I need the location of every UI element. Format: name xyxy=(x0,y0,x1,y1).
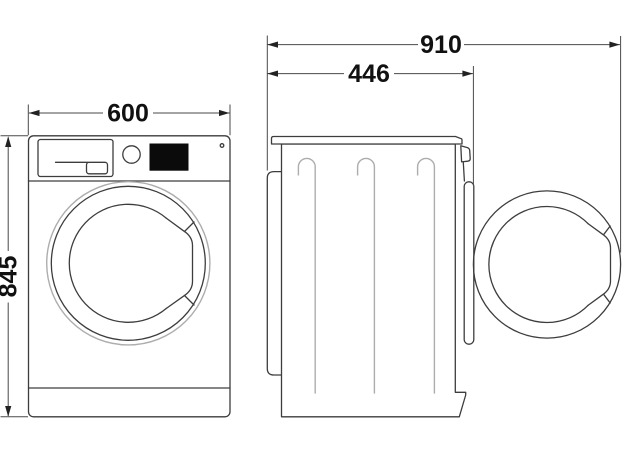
power-indicator-dot xyxy=(219,143,225,148)
arrowhead-top xyxy=(5,136,12,147)
extension-lines xyxy=(0,135,28,418)
front-body-outline xyxy=(27,135,231,418)
open-door-glass-arc xyxy=(488,205,589,324)
door-frame-strip xyxy=(463,181,475,345)
front-width-label: 600 xyxy=(107,100,149,128)
door-outer-ring-light xyxy=(46,180,211,346)
arrowhead-left xyxy=(267,70,278,77)
dimension-side-depth-total: 910 xyxy=(266,31,622,253)
side-panel-grooves xyxy=(297,157,436,394)
door-glass-arc xyxy=(68,203,167,323)
door-hinge-bracket xyxy=(460,145,471,163)
hinge-frame-line xyxy=(462,161,466,182)
arrowhead-right xyxy=(219,109,230,117)
groove-line xyxy=(356,157,376,394)
dimension-front-height: 845 xyxy=(0,135,28,418)
side-body-outline xyxy=(280,143,467,418)
program-knob xyxy=(122,145,141,164)
extension-lines xyxy=(27,104,231,136)
open-door-handle xyxy=(587,222,612,307)
extension-lines xyxy=(266,35,622,253)
groove-line xyxy=(297,157,316,394)
front-height-label: 845 xyxy=(0,256,23,298)
side-depth-total-label: 910 xyxy=(420,31,462,59)
detergent-drawer xyxy=(37,138,114,178)
side-view xyxy=(266,135,622,418)
dimension-front-width: 600 xyxy=(27,100,231,136)
door-handle-joints xyxy=(183,221,195,306)
dimension-side-depth-body: 446 xyxy=(267,60,474,186)
drawer-handle-pocket xyxy=(85,161,109,175)
arrowhead-right xyxy=(609,41,620,48)
arrowhead-right xyxy=(462,70,473,77)
rear-bulge xyxy=(266,170,282,376)
front-door xyxy=(46,180,211,346)
arrowhead-bottom xyxy=(5,406,12,417)
open-door-handle-joints xyxy=(602,225,611,304)
top-lid xyxy=(270,135,463,145)
door-handle xyxy=(165,217,194,310)
arrowhead-left xyxy=(267,41,278,48)
side-depth-body-label: 446 xyxy=(348,60,390,88)
door-rim xyxy=(50,185,206,341)
arrowhead-left xyxy=(28,109,40,117)
front-view xyxy=(27,135,231,418)
open-door-side xyxy=(472,190,622,339)
groove-line xyxy=(416,157,436,394)
open-door-rim xyxy=(472,190,622,339)
display-screen xyxy=(149,143,189,171)
